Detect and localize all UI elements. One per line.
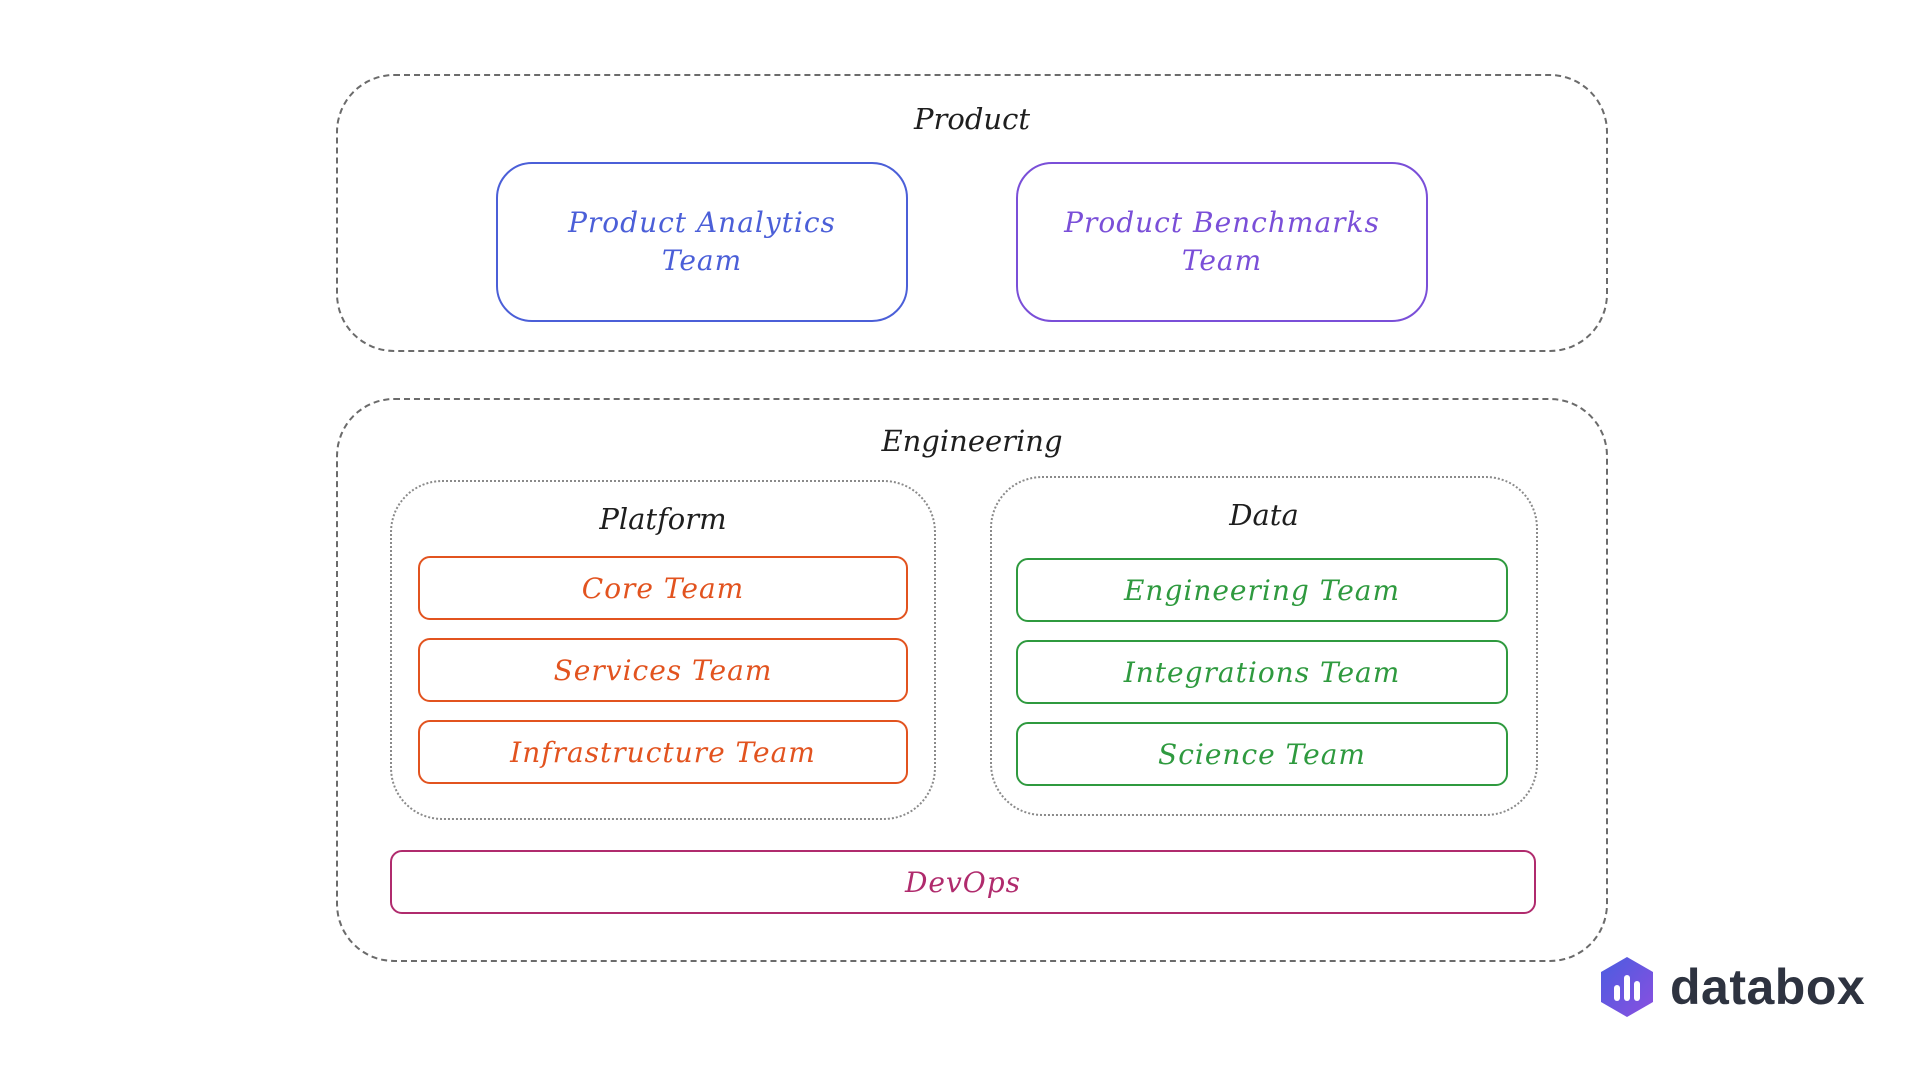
devops-label: DevOps <box>904 865 1022 899</box>
services-team-box[interactable]: Services Team <box>418 638 908 702</box>
platform-subgroup-label: Platform <box>599 502 727 536</box>
databox-logo: databox <box>1598 954 1865 1020</box>
science-team-label: Science Team <box>1158 737 1366 771</box>
product-group-label: Product <box>914 102 1030 136</box>
infrastructure-team-box[interactable]: Infrastructure Team <box>418 720 908 784</box>
databox-logo-icon <box>1601 957 1653 1017</box>
engineering-group-label: Engineering <box>881 424 1063 458</box>
devops-box[interactable]: DevOps <box>390 850 1536 914</box>
core-team-box[interactable]: Core Team <box>418 556 908 620</box>
databox-logo-text: databox <box>1670 959 1866 1015</box>
science-team-box[interactable]: Science Team <box>1016 722 1508 786</box>
data-engineering-team-box[interactable]: Engineering Team <box>1016 558 1508 622</box>
infrastructure-team-label: Infrastructure Team <box>510 735 816 769</box>
data-subgroup-label: Data <box>1229 498 1299 532</box>
integrations-team-label: Integrations Team <box>1123 655 1401 689</box>
platform-subgroup <box>390 480 936 820</box>
integrations-team-box[interactable]: Integrations Team <box>1016 640 1508 704</box>
data-engineering-team-label: Engineering Team <box>1123 573 1401 607</box>
services-team-label: Services Team <box>553 653 773 687</box>
data-subgroup <box>990 476 1538 816</box>
core-team-label: Core Team <box>581 571 745 605</box>
engineering-group <box>336 398 1608 962</box>
product-group <box>336 74 1608 352</box>
